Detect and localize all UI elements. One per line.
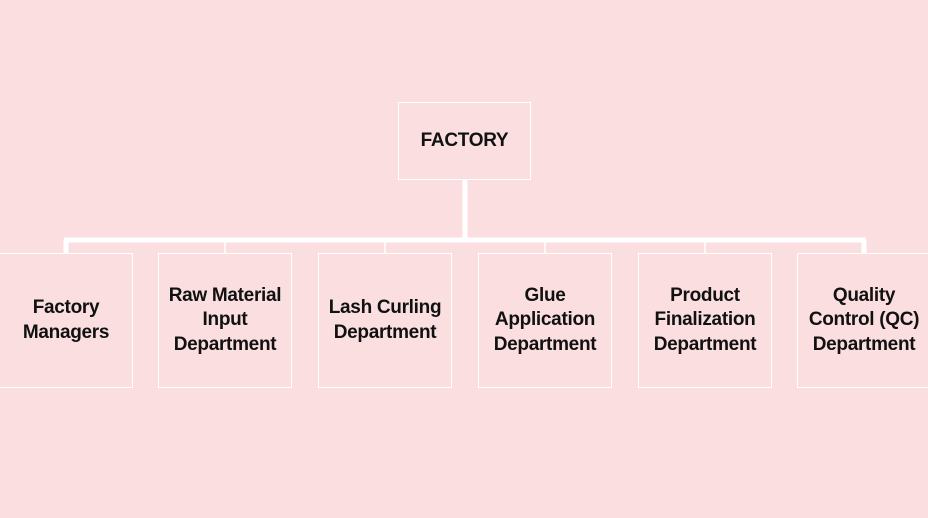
department-label: Glue Application Department xyxy=(493,284,597,355)
glue-application-department-node: Glue Application Department xyxy=(478,253,612,388)
department-label: Quality Control (QC) Department xyxy=(808,284,920,355)
department-label: Raw Material Input Department xyxy=(168,284,282,355)
department-label: Factory Managers xyxy=(22,297,110,343)
department-label: Product Finalization Department xyxy=(653,284,757,355)
raw-material-input-department-node: Raw Material Input Department xyxy=(158,253,292,388)
factory-node: FACTORY xyxy=(398,102,531,180)
factory-node-label: FACTORY xyxy=(420,129,509,151)
lash-curling-department-node: Lash Curling Department xyxy=(318,253,452,388)
factory-managers-node: Factory Managers xyxy=(0,253,133,388)
product-finalization-department-node: Product Finalization Department xyxy=(638,253,772,388)
quality-control-department-node: Quality Control (QC) Department xyxy=(797,253,928,388)
department-label: Lash Curling Department xyxy=(328,297,442,343)
